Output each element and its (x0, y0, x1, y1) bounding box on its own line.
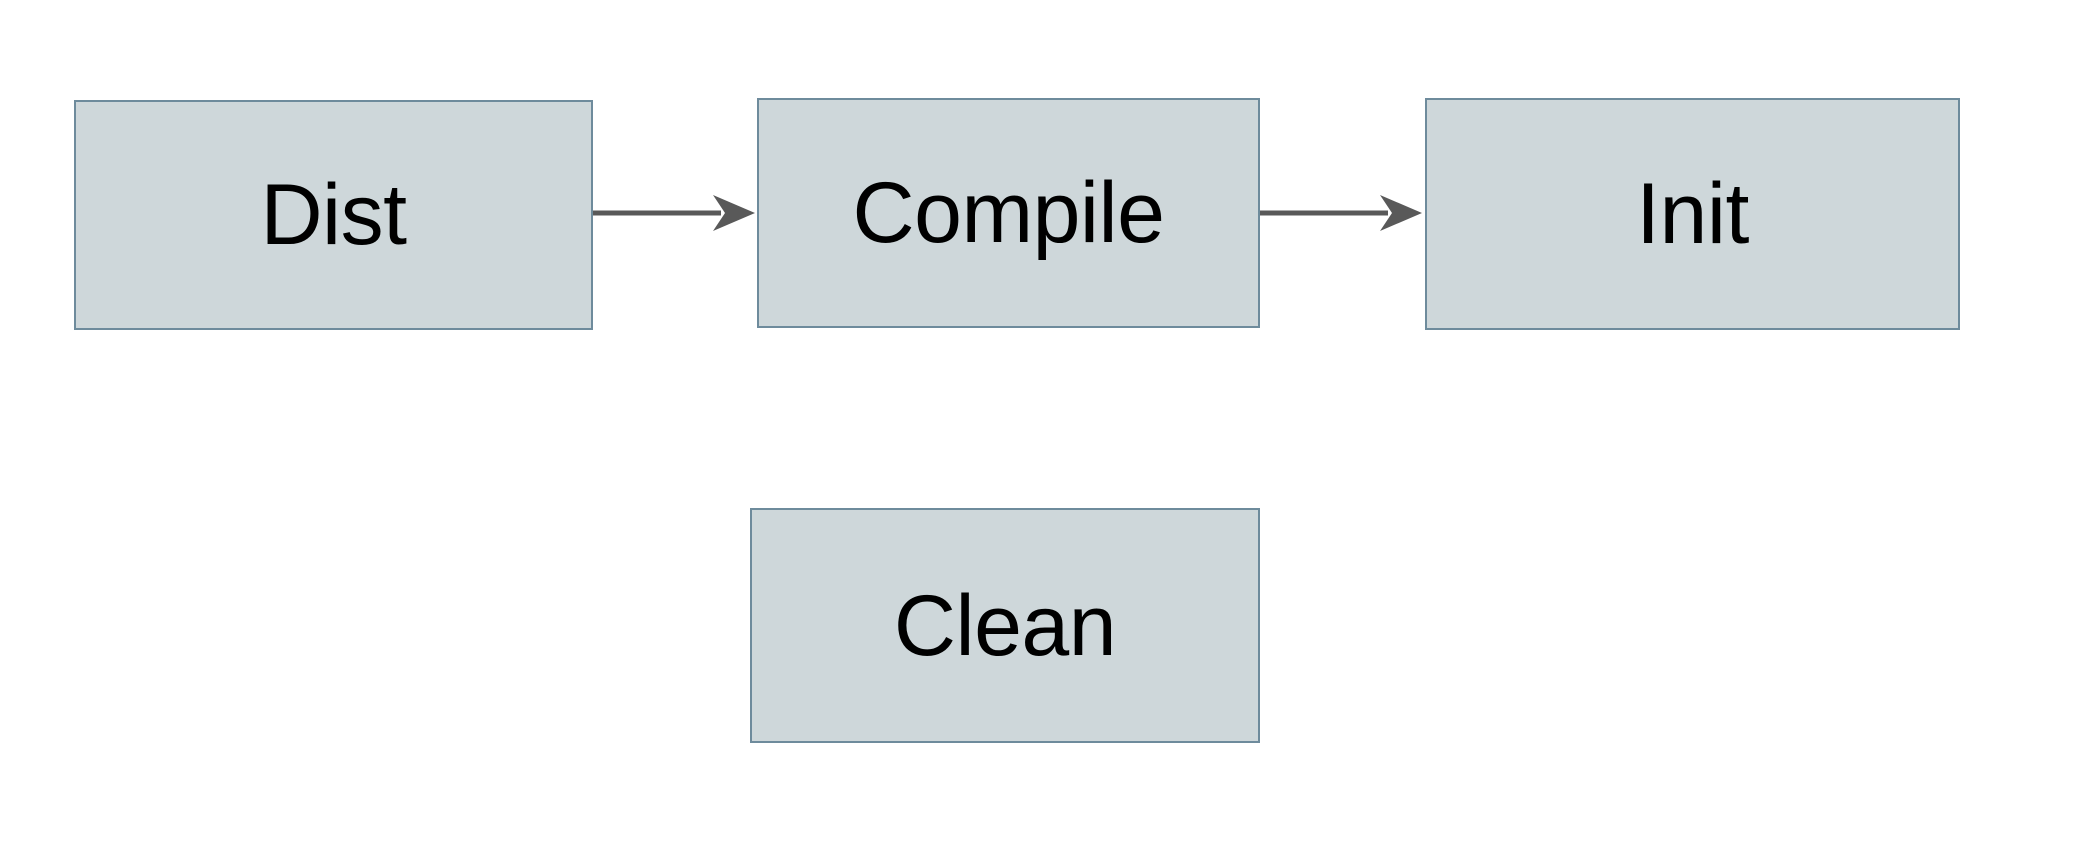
node-compile[interactable]: Compile (757, 98, 1260, 328)
node-init-label: Init (1636, 166, 1749, 262)
arrow-compile-to-init-icon (1260, 195, 1422, 231)
node-dist[interactable]: Dist (74, 100, 593, 330)
node-init[interactable]: Init (1425, 98, 1960, 330)
node-dist-label: Dist (260, 167, 407, 263)
node-clean-label: Clean (893, 577, 1117, 674)
node-clean[interactable]: Clean (750, 508, 1260, 743)
edge-compile-to-init[interactable] (1260, 190, 1428, 236)
arrow-dist-to-compile-icon (593, 195, 755, 231)
node-compile-label: Compile (852, 165, 1165, 261)
edge-dist-to-compile[interactable] (593, 190, 761, 236)
